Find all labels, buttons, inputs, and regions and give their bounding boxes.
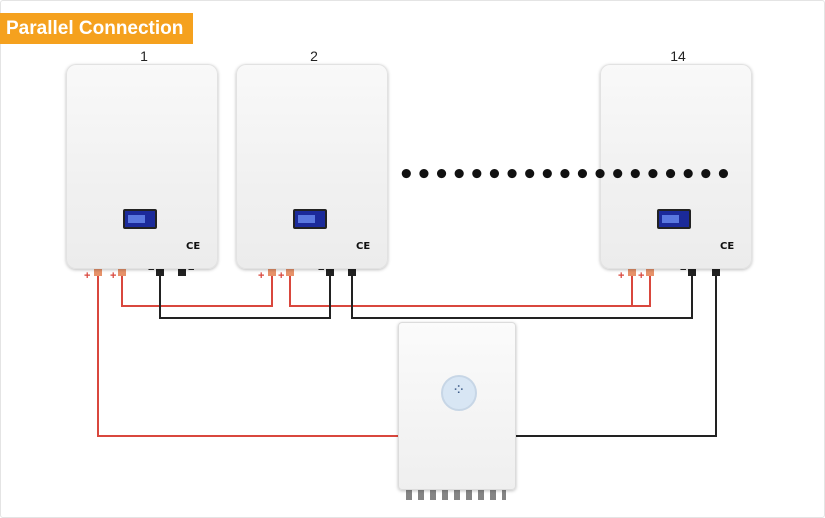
terminal-minus-label: − <box>680 264 687 276</box>
battery-unit-14: CE <box>600 64 752 269</box>
battery-1-label: 1 <box>140 48 148 64</box>
battery-terminals <box>94 268 720 276</box>
battery-2-label: 2 <box>310 48 318 64</box>
positive-cable-2-14 <box>289 276 651 307</box>
positive-cable-main <box>97 276 398 437</box>
lcd-display-icon <box>123 209 157 229</box>
inverter-ports <box>406 490 506 500</box>
negative-cable-main <box>516 276 717 437</box>
terminal-plus-label: + <box>638 270 645 282</box>
ellipsis-separator: ••••••••••••••••••• <box>398 160 733 190</box>
terminal-plus-label: + <box>258 270 265 282</box>
terminal-plus-label: + <box>110 270 117 282</box>
terminal-plus-label: + <box>278 270 285 282</box>
negative-cable-1-2 <box>159 276 331 319</box>
ce-mark-icon: CE <box>356 241 371 252</box>
terminal-minus-label: − <box>318 264 325 276</box>
inverter-display-icon <box>441 375 477 411</box>
ce-mark-icon: CE <box>720 241 735 252</box>
lcd-display-icon <box>293 209 327 229</box>
terminal-minus-label: − <box>188 264 195 276</box>
terminal-plus-label: + <box>618 270 625 282</box>
lcd-display-icon <box>657 209 691 229</box>
battery-unit-1: CE <box>66 64 218 269</box>
battery-unit-2: CE <box>236 64 388 269</box>
ce-mark-icon: CE <box>186 241 201 252</box>
diagram-title: Parallel Connection <box>0 13 194 44</box>
terminal-plus-label: + <box>84 270 91 282</box>
positive-cable-1-2 <box>121 276 273 307</box>
hybrid-inverter <box>398 322 516 500</box>
negative-cable-2-14 <box>351 276 693 319</box>
terminal-minus-label: − <box>148 264 155 276</box>
battery-14-label: 14 <box>670 48 686 64</box>
